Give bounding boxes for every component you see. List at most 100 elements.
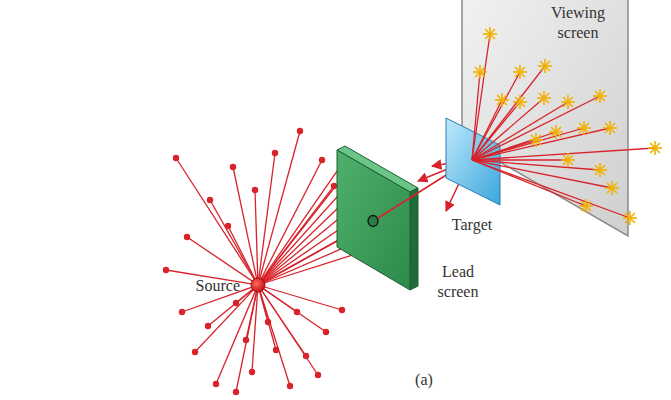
alpha-particle <box>303 353 309 359</box>
scintillation-flash <box>561 95 575 109</box>
scintillation-flash <box>603 121 617 135</box>
source-label: Source <box>196 276 240 296</box>
scintillation-flash <box>593 163 607 177</box>
alpha-particle <box>213 381 219 387</box>
radioactive-source <box>251 278 265 292</box>
figure-part-label: (a) <box>415 370 433 390</box>
scattered-ray <box>472 148 655 160</box>
source-ray <box>176 158 258 285</box>
scintillation-stars <box>473 27 662 225</box>
alpha-particle <box>163 267 169 273</box>
flash-stroke <box>539 93 549 103</box>
scintillation-flash <box>473 65 487 79</box>
scintillation-flash <box>549 125 563 139</box>
alpha-particle <box>297 128 303 134</box>
scintillation-flash <box>513 95 527 109</box>
source-ray <box>233 167 258 285</box>
source-ray <box>216 285 258 384</box>
flash-stroke <box>607 183 617 193</box>
alpha-particle <box>323 329 329 335</box>
flash-stroke <box>531 135 541 145</box>
scintillation-flash <box>537 91 551 105</box>
scattered-ray <box>472 160 600 170</box>
scintillation-flash <box>623 211 637 225</box>
source-ray <box>255 190 258 285</box>
flash-stroke <box>605 123 615 133</box>
flash-stroke <box>551 127 561 137</box>
scattered-ray <box>472 159 568 160</box>
alpha-particle <box>230 164 236 170</box>
alpha-particle <box>192 349 198 355</box>
alpha-particle <box>294 309 300 315</box>
alpha-particle <box>225 223 231 229</box>
alpha-particle <box>233 300 239 306</box>
alpha-particle <box>233 389 239 395</box>
scattered-ray <box>472 102 520 160</box>
alpha-particle <box>273 347 279 353</box>
lead-screen-hole <box>368 216 378 227</box>
flash-stroke <box>595 165 605 175</box>
source-ray <box>236 285 258 392</box>
flash-stroke <box>581 201 591 211</box>
scintillation-flash <box>648 141 662 155</box>
alpha-particle <box>287 383 293 389</box>
alpha-particle <box>179 309 185 315</box>
scintillation-flash <box>577 121 591 135</box>
flash-stroke <box>595 91 605 101</box>
lead-screen-label: Lead screen <box>423 262 493 302</box>
source-ray <box>195 285 258 352</box>
scintillation-flash <box>593 89 607 103</box>
flash-stroke <box>515 97 525 107</box>
scattered-ray <box>472 96 600 160</box>
flash-stroke <box>563 97 573 107</box>
source-ray <box>258 285 326 332</box>
flash-stroke <box>485 29 495 39</box>
flash-stroke <box>625 213 635 223</box>
alpha-particle <box>205 323 211 329</box>
source-ray <box>258 285 342 310</box>
scattered-ray <box>472 140 536 160</box>
alpha-particle <box>184 234 190 240</box>
lead-screen <box>337 150 410 290</box>
flash-stroke <box>563 155 573 165</box>
source-ray <box>210 200 258 285</box>
flash-stroke <box>650 143 660 153</box>
alpha-particle <box>252 187 258 193</box>
scattered-rays <box>472 34 655 218</box>
source-ray <box>258 171 348 285</box>
scintillation-flash <box>529 133 543 147</box>
alpha-particle <box>319 157 325 163</box>
source-ray <box>258 251 365 285</box>
scattered-ray <box>472 102 568 160</box>
scintillation-flash <box>483 27 497 41</box>
lead-screen-side <box>410 188 418 290</box>
flash-stroke <box>540 61 550 71</box>
source-ray <box>258 182 350 285</box>
source-ray <box>258 285 318 375</box>
source-ray <box>258 285 290 386</box>
scintillation-flash <box>513 65 527 79</box>
scattered-ray <box>472 160 612 188</box>
flash-stroke <box>497 95 507 105</box>
alpha-particle <box>243 337 249 343</box>
flash-stroke <box>475 67 485 77</box>
target-label: Target <box>452 215 492 235</box>
alpha-particle <box>207 197 213 203</box>
scintillation-flash <box>579 199 593 213</box>
scintillation-flash <box>495 93 509 107</box>
alpha-particle <box>272 150 278 156</box>
scattered-ray <box>472 160 630 218</box>
viewing-screen <box>462 0 628 236</box>
scintillation-flash <box>538 59 552 73</box>
alpha-particle <box>173 155 179 161</box>
scintillation-flash <box>605 181 619 195</box>
alpha-particle <box>315 372 321 378</box>
scintillation-flash <box>561 153 575 167</box>
alpha-particle <box>339 307 345 313</box>
flash-stroke <box>515 67 525 77</box>
alpha-particle <box>249 369 255 375</box>
flash-stroke <box>579 123 589 133</box>
screen-label: Viewing screen <box>538 3 618 43</box>
alpha-particle <box>265 319 271 325</box>
